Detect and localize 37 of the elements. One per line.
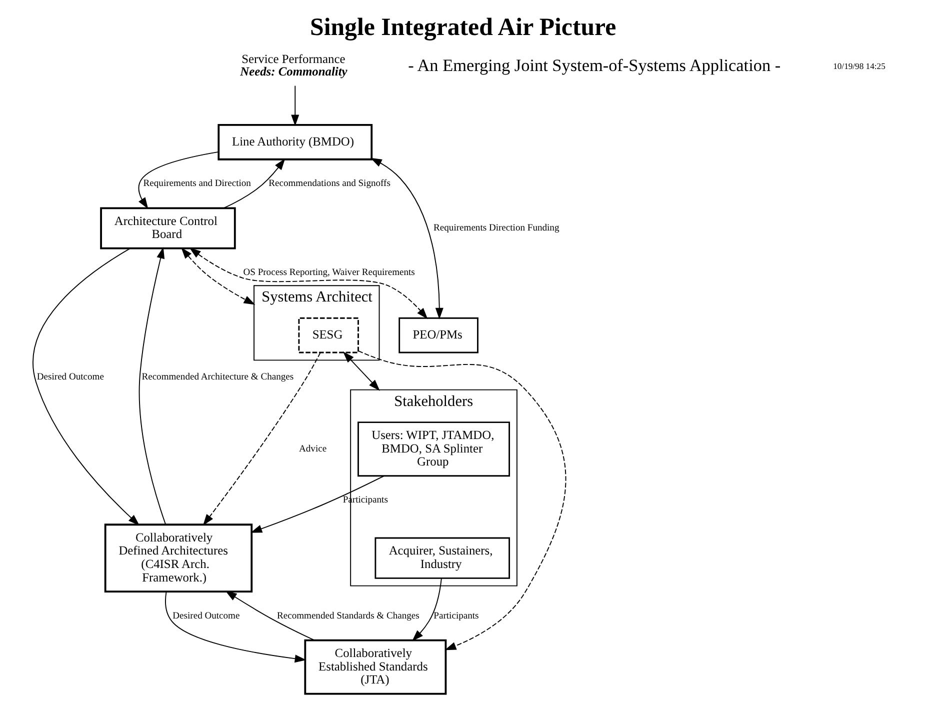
edge-label: Requirements Direction Funding — [433, 222, 559, 234]
node-box: Collaboratively Established Standards (JTA) — [304, 639, 446, 695]
node-box: Acquirer, Sustainers, Industry — [374, 537, 510, 579]
arrow — [188, 248, 428, 320]
edge-label: Desired Outcome — [36, 371, 104, 382]
label: - An Emerging Joint System-of-Systems Application - — [408, 56, 780, 75]
arrow — [138, 151, 218, 209]
arrow — [342, 351, 380, 391]
arrow — [202, 352, 320, 526]
arrow — [224, 590, 315, 641]
edge-label: Advice — [298, 443, 326, 454]
diagram-title: Single Integrated Air Picture — [310, 14, 616, 41]
edge-label: Requirements and Direction — [142, 178, 250, 190]
arrow — [164, 591, 306, 663]
node-box: Architecture Control Board — [100, 207, 236, 250]
arrow — [138, 246, 166, 526]
arrow — [357, 350, 566, 650]
edge-label: Desired Outcome — [172, 610, 240, 622]
arrow — [32, 248, 140, 526]
edge-label: Recommended Architecture & Changes — [141, 371, 294, 382]
arrow — [222, 158, 285, 209]
label: 10/19/98 14:25 — [832, 60, 885, 71]
arrow — [290, 85, 299, 126]
edge-label: Participants — [433, 610, 478, 622]
edge-label: OS Process Reporting, Waiver Requirements — [242, 267, 414, 278]
edge-label: Recommendations and Signoffs — [268, 178, 390, 190]
arrow — [250, 475, 384, 533]
node-text: Service Performance Needs: Commonality — [240, 52, 347, 79]
arrow — [370, 158, 443, 320]
node-box: SESG — [298, 317, 358, 354]
node-box: Line Authority (BMDO) — [217, 124, 372, 160]
arrow — [180, 247, 255, 305]
node-box: PEO/PMs — [398, 317, 478, 354]
node-box: Users: WIPT, JTAMDO, BMDO, SA Splinter Group — [357, 422, 510, 477]
edge-label: Recommended Standards & Changes — [276, 610, 419, 622]
arrow — [412, 578, 442, 642]
node-box: Collaboratively Defined Architectures (C4ISR Arch. Framework.) — [104, 524, 252, 592]
